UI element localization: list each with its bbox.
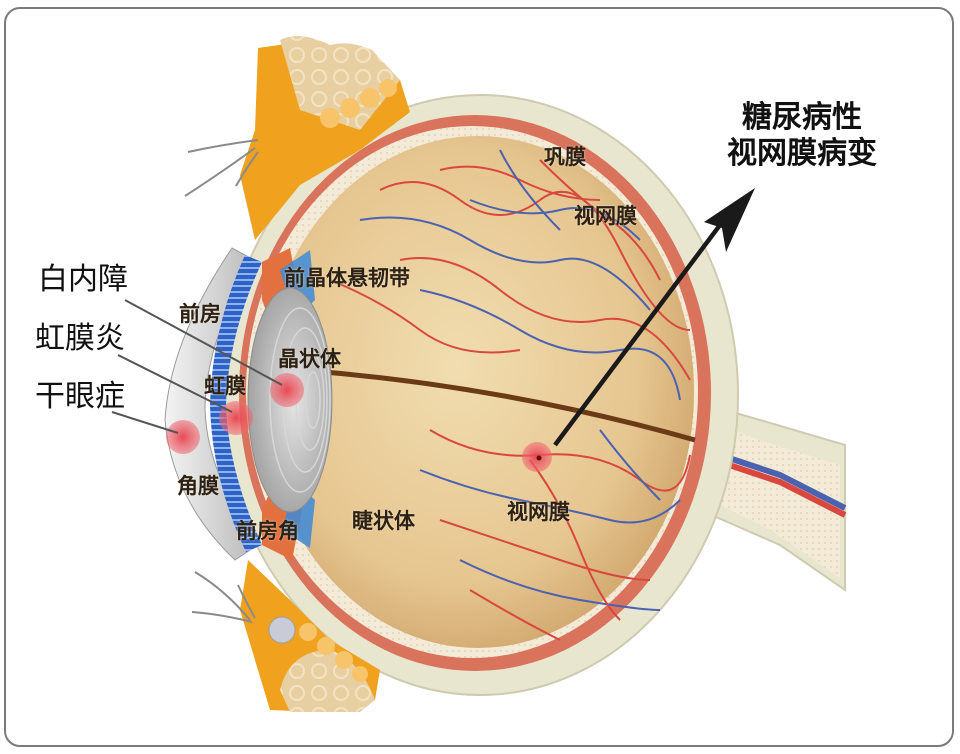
- diagram-title: 糖尿病性 视网膜病变: [712, 100, 892, 172]
- iritis-spot: [219, 401, 253, 435]
- label-chamber-angle: 前房角: [236, 519, 299, 543]
- label-cornea: 角膜: [177, 474, 219, 498]
- label-dry-eye: 干眼症: [35, 379, 125, 414]
- cataract-spot: [270, 373, 304, 407]
- label-iritis: 虹膜炎: [35, 321, 125, 356]
- label-iris: 虹膜: [204, 374, 246, 398]
- label-sclera: 巩膜: [544, 145, 586, 169]
- dry-eye-spot: [166, 420, 200, 454]
- label-retina-bottom: 视网膜: [507, 500, 570, 524]
- title-line-2: 视网膜病变: [727, 136, 877, 171]
- title-line-1: 糖尿病性: [742, 100, 862, 135]
- label-retina-top: 视网膜: [574, 204, 637, 228]
- label-lens: 晶状体: [278, 347, 341, 371]
- label-cataract: 白内障: [38, 262, 128, 297]
- label-ciliary-body: 睫状体: [352, 509, 415, 533]
- label-zonule: 前晶体悬韧带: [284, 266, 410, 290]
- label-anterior-chamber: 前房: [179, 302, 221, 326]
